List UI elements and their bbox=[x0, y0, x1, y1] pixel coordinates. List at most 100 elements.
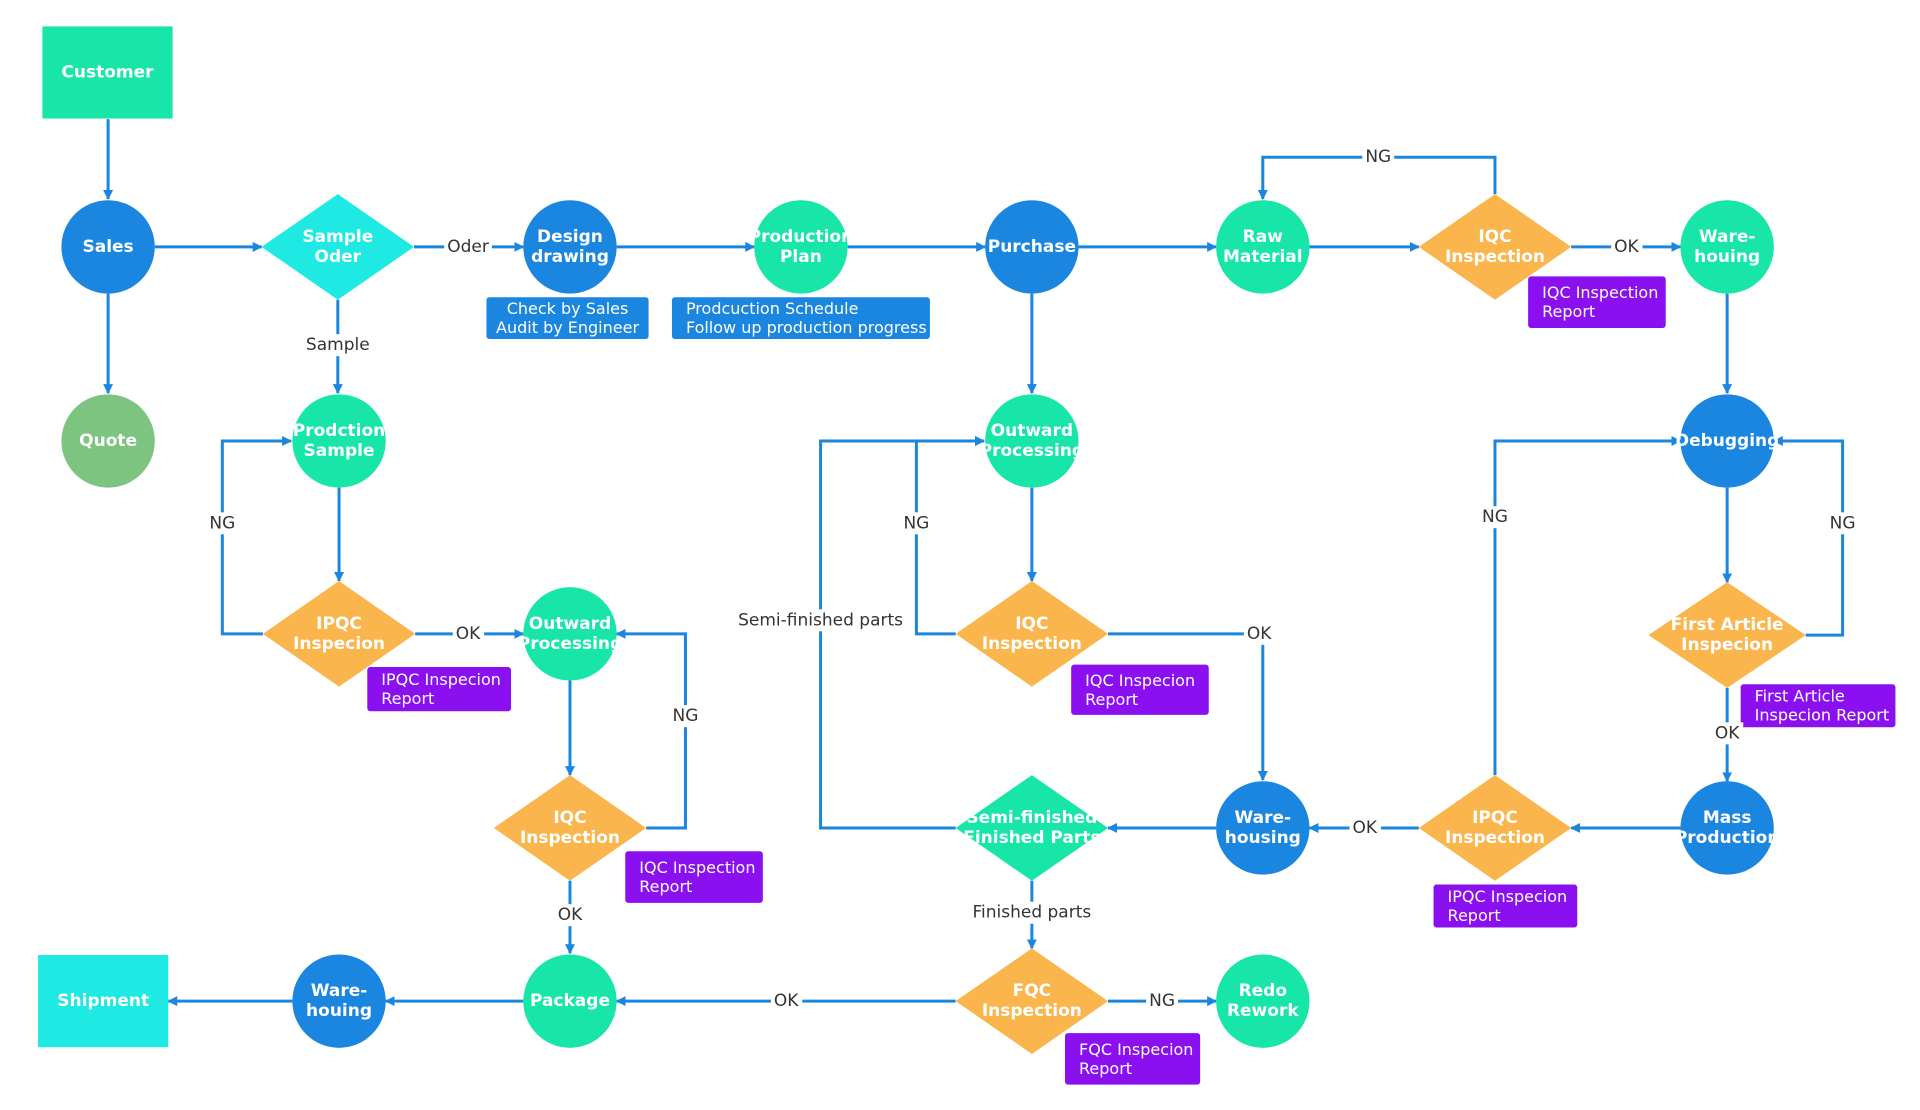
node-semi-finished-line-1: Semi-finished bbox=[966, 808, 1097, 828]
edge-label-ng-mid-loop-bg bbox=[900, 512, 933, 535]
edge-label-ng-fqc-bg bbox=[1146, 990, 1179, 1013]
note-iqc-report-mid-line-2: Report bbox=[1085, 690, 1138, 709]
note-iqc-report-top-box bbox=[1528, 276, 1666, 328]
node-fqc-line-2: Inspection bbox=[982, 1001, 1082, 1021]
edge-label-ng-right-inner-text: NG bbox=[1830, 513, 1856, 533]
node-redo-line-2: Rework bbox=[1227, 1001, 1299, 1021]
node-fqc-line-1: FQC bbox=[1013, 981, 1052, 1001]
node-semi-finished-line-2: Finished Parts bbox=[963, 828, 1100, 848]
edge-label-ok-first-article: OK bbox=[1711, 722, 1744, 745]
note-iqc-report-left-line-1: IQC Inspection bbox=[639, 858, 755, 877]
edge-ipqc-ng-debugging bbox=[1493, 435, 1682, 776]
note-ipqc-report-left-line-2: Report bbox=[381, 689, 434, 708]
edge-label-ok-first-article-text: OK bbox=[1715, 723, 1740, 743]
edge-labels-layer: OderSampleNGOKNGOKNGOKNGOKSemi-finished … bbox=[206, 146, 1859, 1013]
edge-label-ok-iqc-left: OK bbox=[554, 904, 587, 927]
node-warehousing-bottom-line-1: Ware- bbox=[311, 981, 368, 1001]
node-sample-oder-shape bbox=[261, 194, 414, 300]
node-ipqc-left-line-2: Inspecion bbox=[293, 634, 385, 654]
node-warehousing-mid[interactable]: Ware-housing bbox=[1216, 781, 1310, 875]
edge-label-ng-right-outer-bg bbox=[1479, 506, 1511, 529]
note-first-article-report-line-2: Inspecion Report bbox=[1755, 706, 1890, 725]
edge-label-ng-iqc-left-text: NG bbox=[673, 706, 699, 726]
note-iqc-report-top-line-2: Report bbox=[1542, 302, 1595, 321]
node-quote[interactable]: Quote bbox=[61, 394, 155, 488]
node-sample-oder-line-2: Oder bbox=[315, 247, 362, 267]
edge-label-finished-parts-text: Finished parts bbox=[972, 903, 1091, 923]
node-design-drawing-line-2: drawing bbox=[531, 247, 609, 267]
node-outward-left-line-2: Processing bbox=[518, 634, 622, 654]
node-quote-line-1: Quote bbox=[79, 431, 137, 451]
node-first-article-shape bbox=[1648, 582, 1806, 688]
node-package-shape bbox=[523, 954, 617, 1048]
note-iqc-report-mid-box bbox=[1071, 664, 1209, 715]
edge-label-ok-iqc-mid-text: OK bbox=[1247, 624, 1272, 644]
node-iqc-mid-line-1: IQC bbox=[1015, 614, 1048, 634]
node-warehousing-bottom[interactable]: Ware-houing bbox=[292, 954, 386, 1048]
note-ipqc-report-left-line-1: IPQC Inspecion bbox=[381, 670, 501, 689]
note-check-sales-box bbox=[486, 297, 649, 340]
node-redo-shape bbox=[1216, 954, 1310, 1048]
node-outward-left-line-1: Outward bbox=[529, 614, 611, 634]
edge-label-ng-mid-loop: NG bbox=[900, 512, 933, 535]
node-debugging[interactable]: Debugging bbox=[1675, 394, 1779, 488]
edge-label-ng-iqc-left-bg bbox=[669, 705, 702, 728]
edge-label-ng-mid-loop-text: NG bbox=[903, 513, 929, 533]
node-warehousing-top[interactable]: Ware-houing bbox=[1680, 200, 1774, 294]
edge-label-sample-text: Sample bbox=[306, 335, 370, 355]
edge-label-ok-top-bg bbox=[1611, 235, 1643, 258]
node-package[interactable]: Package bbox=[523, 954, 617, 1048]
edge-label-ng-right-outer-text: NG bbox=[1482, 507, 1508, 527]
node-shipment[interactable]: Shipment bbox=[38, 955, 169, 1048]
node-purchase-shape bbox=[985, 200, 1079, 294]
node-warehousing-top-line-2: houing bbox=[1694, 247, 1760, 267]
note-check-sales-line-2: Audit by Engineer bbox=[496, 318, 639, 337]
edge-label-ng-iqc-left: NG bbox=[669, 705, 702, 728]
node-sales[interactable]: Sales bbox=[61, 200, 155, 294]
node-warehousing-mid-line-1: Ware- bbox=[1235, 808, 1292, 828]
node-raw-material-line-2: Material bbox=[1223, 247, 1303, 267]
edge-label-semi-parts-text: Semi-finished parts bbox=[738, 610, 903, 630]
node-customer-line-1: Customer bbox=[61, 62, 154, 82]
edge-label-sample-bg bbox=[302, 334, 373, 357]
node-outward-mid-line-1: Outward bbox=[991, 421, 1073, 441]
edge-label-oder-text: Oder bbox=[447, 237, 489, 257]
node-ipqc-right-line-2: Inspection bbox=[1445, 828, 1545, 848]
nodes-layer: CustomerSalesQuoteSampleOderDesigndrawin… bbox=[38, 26, 1806, 1054]
note-prod-schedule-box bbox=[671, 297, 930, 340]
node-customer-shape bbox=[42, 26, 173, 119]
node-mass-production-line-1: Mass bbox=[1703, 808, 1752, 828]
node-customer[interactable]: Customer bbox=[42, 26, 173, 119]
node-production-plan-shape bbox=[754, 200, 848, 294]
edge-label-ng-left-loop-text: NG bbox=[209, 513, 235, 533]
node-shipment-shape bbox=[38, 955, 169, 1048]
node-purchase[interactable]: Purchase bbox=[985, 200, 1079, 294]
note-iqc-report-left-line-2: Report bbox=[639, 877, 692, 896]
edge-first-ng-debugging bbox=[1772, 435, 1845, 637]
edge-label-ok-fqc-text: OK bbox=[774, 991, 799, 1011]
node-fqc-shape bbox=[955, 948, 1109, 1054]
node-sample-oder-line-1: Sample bbox=[302, 227, 373, 247]
